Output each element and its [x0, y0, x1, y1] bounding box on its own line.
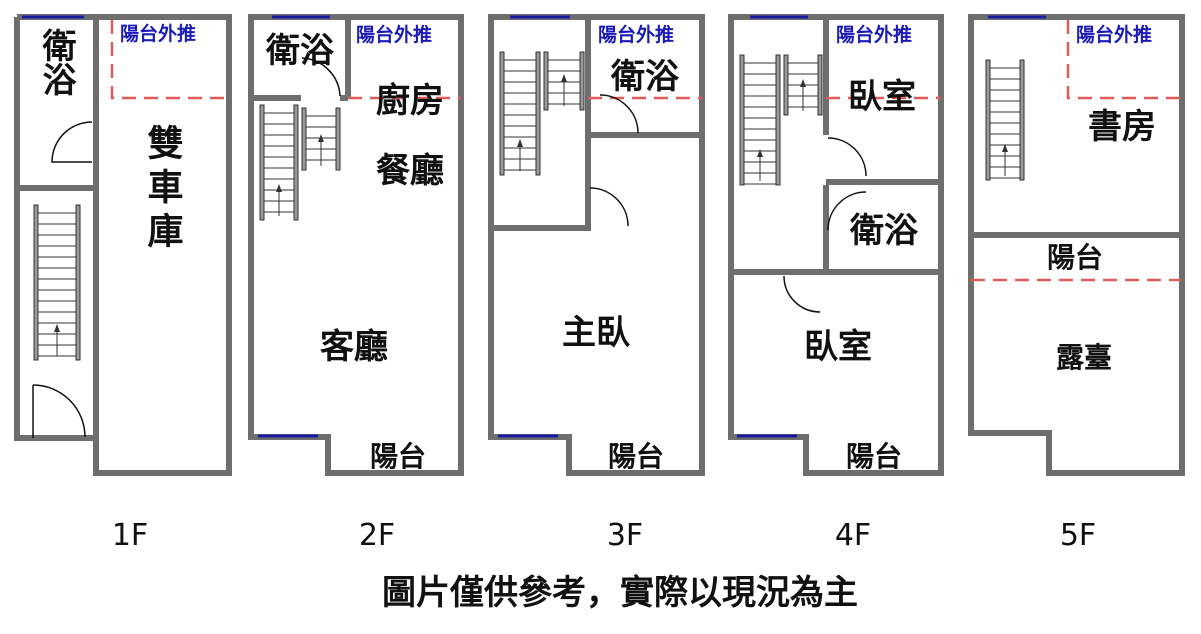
stair-arrow — [757, 149, 763, 157]
room-label-living: 客廳 — [320, 327, 388, 367]
stair-arrow — [318, 134, 324, 142]
stair-rail — [301, 107, 307, 171]
stair-rail — [33, 204, 39, 361]
stair-rail — [579, 51, 585, 111]
floor-plan-1f: 衛浴 陽台外推 雙車庫 — [14, 14, 232, 476]
floor-label-2f: 2F — [359, 518, 395, 553]
room-label-study: 書房 — [1088, 107, 1156, 147]
room-label-bath: 衛浴 — [849, 211, 919, 251]
room-label-balcony: 陽台 — [846, 440, 902, 473]
floor-label-1f: 1F — [112, 518, 148, 553]
room-label-balcony: 陽台 — [608, 440, 664, 473]
stair-arrow — [800, 79, 806, 87]
stair-rail — [75, 204, 81, 361]
room-label-balcony: 陽台 — [1047, 241, 1103, 274]
room-label-balcony: 陽台 — [370, 440, 426, 473]
stair-arrow — [517, 139, 523, 147]
door-icon — [827, 191, 867, 231]
room-label-push: 陽台外推 — [120, 22, 196, 45]
staircase — [33, 204, 81, 361]
floor-plan-2f: 衛浴 陽台外推 廚房 餐廳 客廳 陽台 — [248, 14, 464, 476]
room-label-push: 陽台外推 — [1076, 23, 1152, 46]
room-label-push: 陽台外推 — [356, 23, 432, 46]
stair-rail — [293, 104, 299, 221]
stair-rail — [739, 54, 745, 186]
floor-plan-3f: 陽台外推 衛浴 主臥 陽台 — [488, 14, 705, 476]
staircase — [499, 51, 541, 176]
door-icon — [589, 187, 629, 227]
room-label-bath: 衛浴 — [36, 28, 77, 96]
door-icon — [827, 137, 867, 177]
balcony-extension-outline — [1066, 20, 1182, 100]
stair-rail — [535, 51, 541, 176]
room-label-bedroom: 臥室 — [848, 77, 916, 117]
door-icon — [51, 121, 93, 163]
stair-rail — [985, 59, 991, 181]
floor-label-3f: 3F — [607, 518, 643, 553]
stair-rail — [499, 51, 505, 176]
stair-rail — [543, 51, 549, 111]
room-label-terrace: 露臺 — [1056, 341, 1112, 374]
disclaimer-caption: 圖片僅供參考，實際以現況為主 — [382, 573, 858, 613]
room-label-dining: 餐廳 — [376, 151, 444, 191]
staircase — [259, 104, 299, 221]
stair-rail — [775, 54, 781, 186]
door-icon — [783, 275, 821, 313]
floor-label-4f: 4F — [835, 518, 871, 553]
room-label-push: 陽台外推 — [836, 23, 912, 46]
stair-rail — [783, 54, 789, 116]
stair-rail — [259, 104, 265, 221]
room-label-bedroom: 臥室 — [804, 327, 872, 367]
floor-label-5f: 5F — [1060, 518, 1096, 553]
staircase — [301, 107, 341, 171]
floor-plan-5f: 陽台外推 書房 陽台 露臺 — [968, 14, 1185, 476]
staircase — [783, 54, 823, 116]
room-label-garage: 雙車庫 — [142, 124, 184, 256]
door-icon — [32, 384, 86, 438]
stair-rail — [1019, 59, 1025, 181]
staircase — [543, 51, 585, 111]
floor-plan-4f: 陽台外推 臥室 衛浴 臥室 陽台 — [728, 14, 944, 476]
door-icon — [301, 57, 341, 97]
room-label-push: 陽台外推 — [598, 23, 674, 46]
balcony-extension-outline — [110, 20, 229, 100]
staircase — [739, 54, 781, 186]
room-label-master-bedroom: 主臥 — [562, 313, 630, 353]
room-label-bath: 衛浴 — [265, 31, 335, 71]
room-label-bath: 衛浴 — [610, 57, 680, 97]
stair-arrow — [276, 184, 282, 192]
stair-rail — [817, 54, 823, 116]
stair-rail — [335, 107, 341, 171]
stair-arrow — [1002, 144, 1008, 152]
door-icon — [599, 94, 639, 134]
stair-arrow — [54, 324, 60, 332]
stair-arrow — [561, 74, 567, 82]
staircase — [985, 59, 1025, 181]
room-label-kitchen: 廚房 — [376, 81, 444, 121]
